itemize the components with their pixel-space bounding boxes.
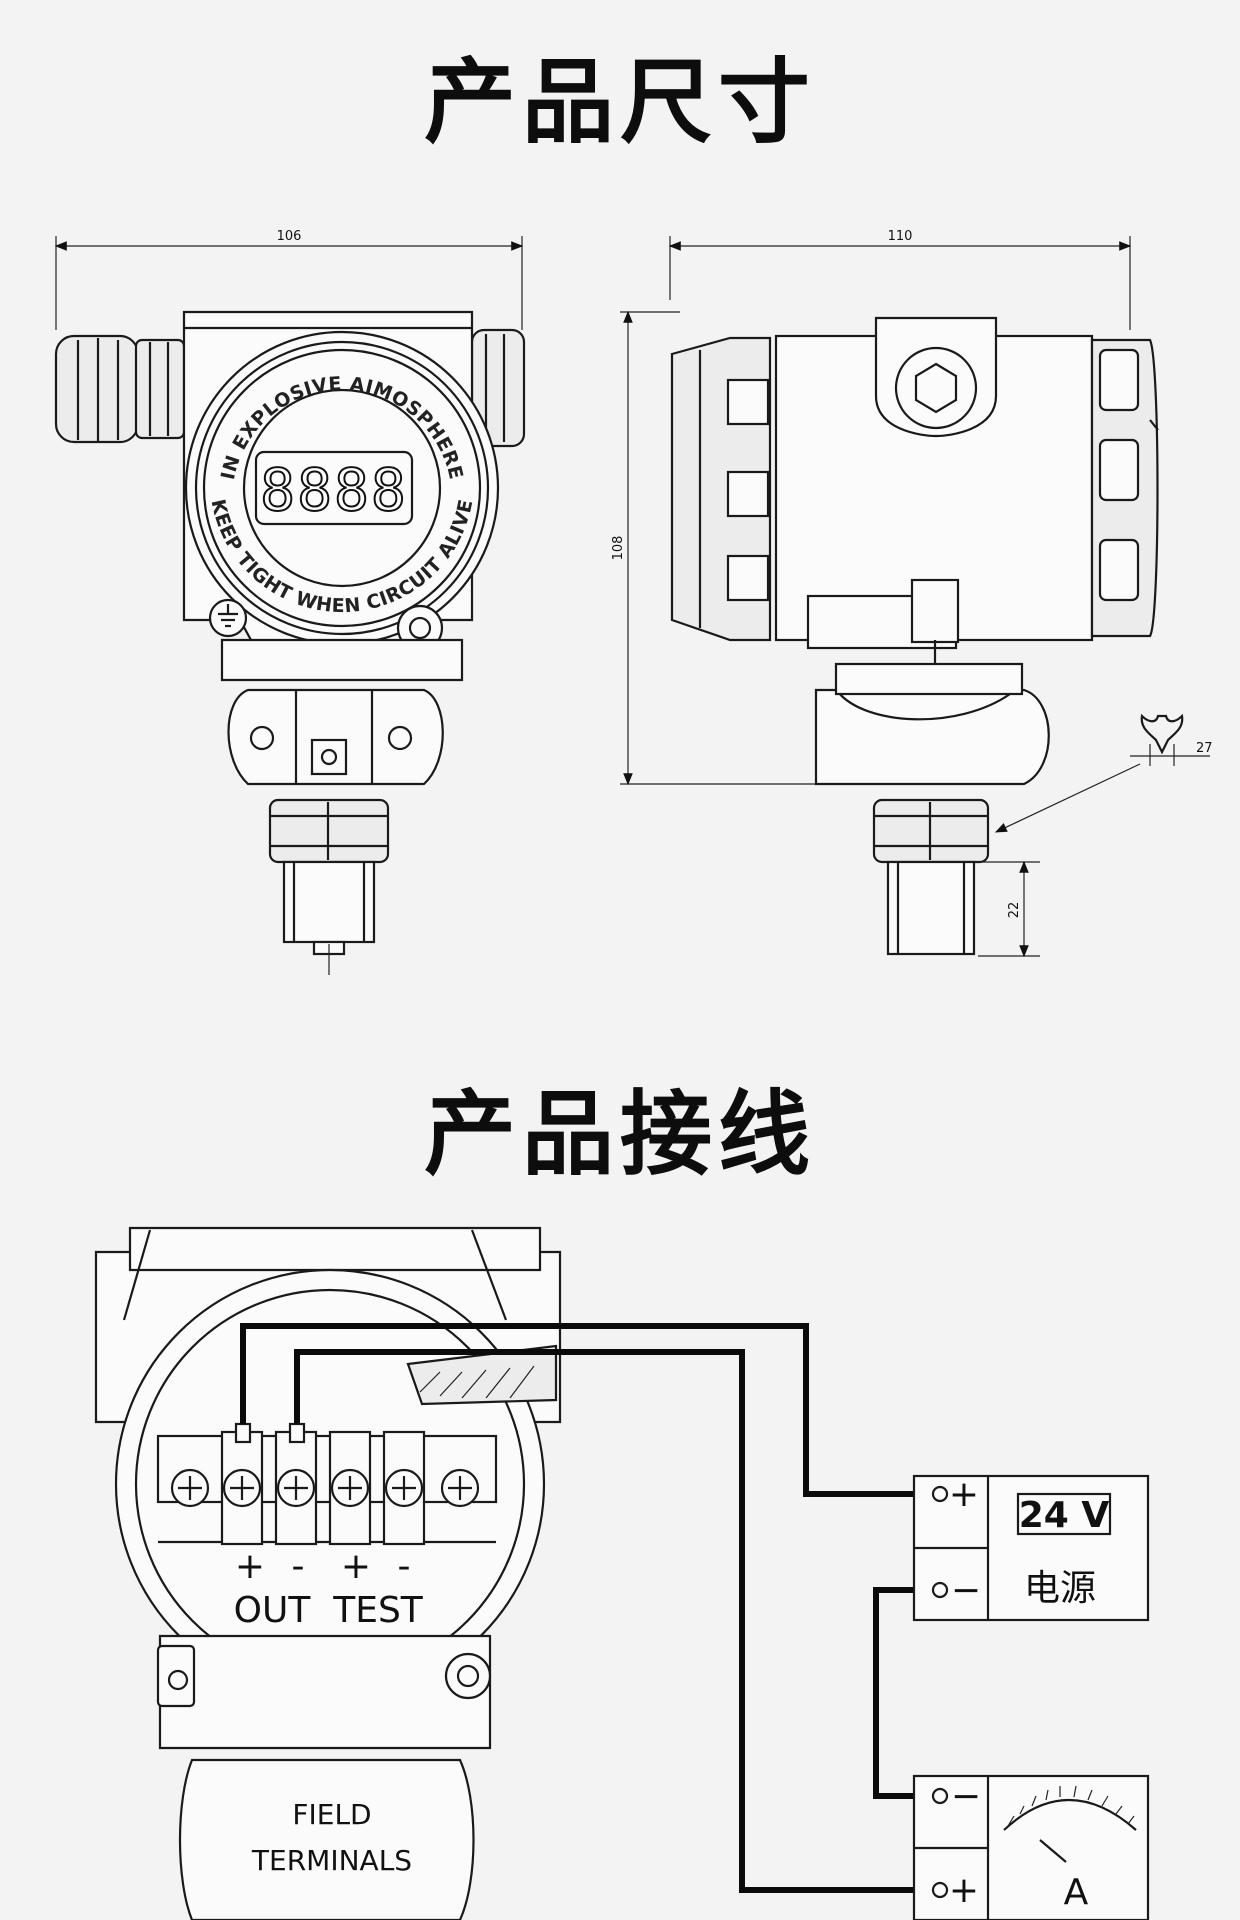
field-label: FIELD (292, 1798, 371, 1831)
right-cable-gland (470, 328, 526, 448)
dimension-27-label: 27 (1196, 741, 1213, 756)
wiring-section-title: 产品接线 (423, 1081, 816, 1188)
left-cable-gland (54, 334, 186, 444)
ammeter-symbol: A (1064, 1872, 1089, 1913)
wrench-size-callout: 27 (994, 713, 1213, 833)
thread-side (886, 860, 976, 956)
out-plus-sign: + (235, 1546, 265, 1587)
terminal-block (156, 1422, 498, 1546)
test-label: TEST (332, 1590, 424, 1631)
test-minus-sign: - (398, 1546, 411, 1587)
ammeter-needle (1039, 1839, 1067, 1863)
out-label: OUT (234, 1590, 312, 1631)
lcd-window (254, 450, 414, 526)
supply-minus-sign: − (951, 1570, 981, 1611)
dimension-width-front: 106 (54, 229, 524, 330)
ammeter-minus-sign: − (951, 1776, 981, 1817)
out-minus-sign: - (292, 1546, 305, 1587)
dimension-106-label: 106 (277, 229, 302, 244)
ground-lug (208, 598, 248, 638)
supply-plus-sign: + (949, 1474, 979, 1515)
sensor-body-front (227, 688, 444, 786)
thread-front (282, 860, 376, 944)
dimension-thread-length: 22 (978, 860, 1040, 958)
wiring-diagram: + - + - OUT TEST FIELD TERMINALS + − 24 … (94, 1226, 1150, 1920)
wire-out-minus-to-ammeter (294, 1349, 936, 1893)
supply-voltage: 24 V (1019, 1495, 1110, 1536)
wire-out-plus-to-supply (240, 1323, 936, 1497)
ammeter-box: − + A (912, 1774, 1150, 1920)
terminals-label: TERMINALS (251, 1844, 412, 1877)
lcd-display-digits: 8888 (260, 456, 408, 524)
dimensions-section-title: 产品尺寸 (423, 49, 816, 156)
dimension-height-side: 108 (611, 310, 820, 786)
field-terminals-housing (178, 1758, 475, 1920)
ammeter-plus-sign: + (949, 1870, 979, 1911)
power-supply-box: + − 24 V 电源 (912, 1474, 1150, 1622)
dimension-108-label: 108 (611, 536, 626, 561)
dimension-110-label: 110 (888, 229, 913, 244)
supply-label: 电源 (1024, 1568, 1096, 1609)
wire-supply-to-ammeter (873, 1587, 936, 1799)
dimension-width-side: 110 (668, 229, 1132, 330)
side-view: 110 108 (611, 229, 1213, 958)
dimension-22-label: 22 (1007, 902, 1022, 919)
front-view: 106 IN EXPLOSIVE AIMOSPHERE KEEP TIGHT W… (54, 229, 526, 975)
test-plus-sign: + (341, 1546, 371, 1587)
